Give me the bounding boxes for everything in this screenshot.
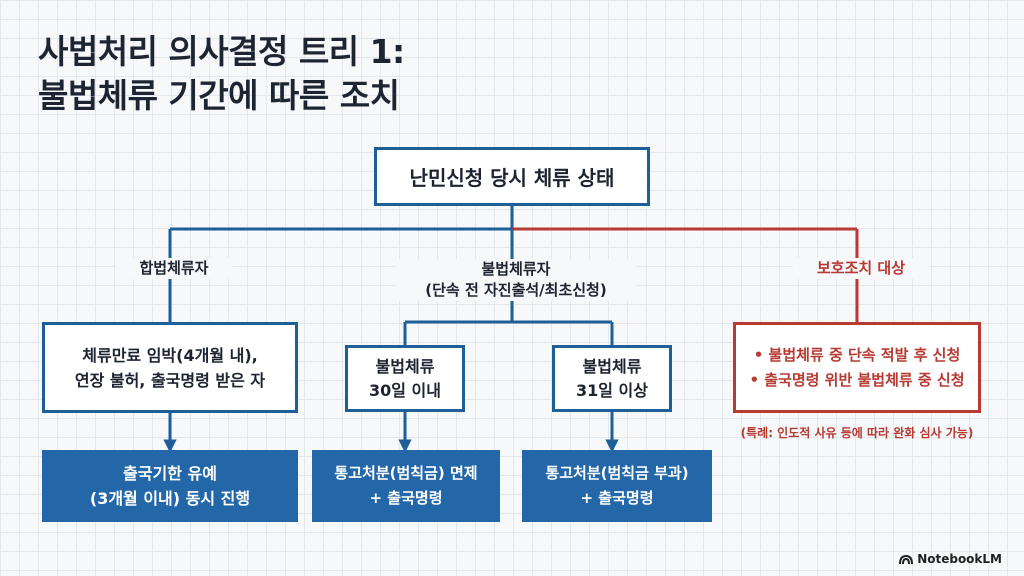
legal-condition-box: 체류만료 임박(4개월 내), 연장 불허, 출국명령 받은 자: [42, 322, 298, 413]
notebooklm-logo-icon: [899, 554, 914, 564]
outcome-long-box: 통고처분(범칙금 부과) + 출국명령: [522, 450, 712, 522]
exception-note: (특례: 인도적 사유 등에 따라 완화 심사 가능): [740, 426, 974, 440]
branch-label-protection: 보호조치 대상: [793, 258, 929, 279]
illegal-31days-box: 불법체류 31일 이상: [552, 345, 672, 412]
protection-box: • 불법체류 중 단속 적발 후 신청 • 출국명령 위반 불법체류 중 신청: [733, 322, 981, 413]
branch-label-legal: 합법체류자: [116, 258, 232, 279]
page-title: 사법처리 의사결정 트리 1: 불법체류 기간에 따른 조치: [38, 30, 405, 118]
outcome-short-box: 통고처분(범칙금) 면제 + 출국명령: [312, 450, 500, 522]
illegal-30days-box: 불법체류 30일 이내: [345, 345, 465, 412]
branch-label-illegal: 불법체류자 (단속 전 자진출석/최초신청): [396, 259, 636, 301]
title-line-1: 사법처리 의사결정 트리 1:: [38, 32, 405, 71]
root-text: 난민신청 당시 체류 상태: [409, 166, 615, 190]
outcome-legal-box: 출국기한 유예 (3개월 이내) 동시 진행: [42, 450, 298, 522]
brand-watermark: NotebookLM: [899, 552, 1002, 566]
title-line-2: 불법체류 기간에 따른 조치: [38, 76, 400, 115]
root-node: 난민신청 당시 체류 상태: [374, 147, 650, 206]
brand-text: NotebookLM: [917, 552, 1002, 566]
